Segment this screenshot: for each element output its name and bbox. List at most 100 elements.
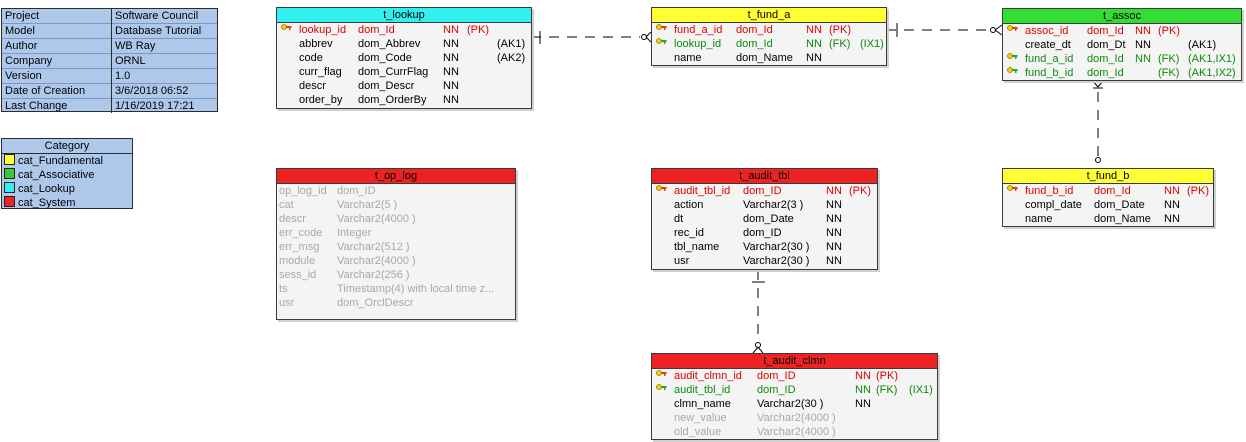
legend-label: cat_Associative (18, 169, 95, 181)
info-value: Database Tutorial (115, 25, 202, 37)
column-type: Varchar2(4000 ) (757, 412, 836, 424)
legend-item: cat_System (2, 196, 132, 210)
entity-title[interactable]: t_fund_b (1003, 169, 1213, 184)
column-key-tag: (PK) (876, 370, 898, 382)
info-key: Project (2, 9, 112, 24)
column-index-tag: (AK1,IX1) (1188, 53, 1236, 65)
column-type: Varchar2(512 ) (337, 241, 410, 253)
foreign-key-icon (656, 383, 667, 391)
column-key-tag: (PK) (829, 24, 851, 36)
rel-crowfoot (752, 346, 759, 354)
info-key: Version (2, 68, 112, 84)
rel-crowfoot (645, 31, 652, 38)
entity-title[interactable]: t_op_log (277, 169, 515, 184)
column-key-tag: (PK) (1158, 25, 1180, 37)
legend-title: Category (2, 139, 132, 154)
column-name: lookup_id (674, 38, 722, 50)
column-name: compl_date (1025, 199, 1082, 211)
entity-title[interactable]: t_fund_a (652, 8, 886, 23)
column-type: Timestamp(4) with local time z... (337, 283, 495, 295)
column-type: dom_Date (1094, 199, 1145, 211)
column-name: lookup_id (299, 24, 347, 36)
column-nullability: NN (826, 255, 842, 267)
info-value: WB Ray (115, 40, 156, 52)
entity-title[interactable]: t_audit_clmn (652, 354, 937, 369)
column-nullability: NN (826, 241, 842, 253)
column-nullability: NN (806, 38, 822, 50)
primary-key-icon (656, 23, 667, 31)
rel-optional-circle (755, 342, 761, 348)
column-nullability: NN (826, 199, 842, 211)
column-name: code (299, 52, 323, 64)
info-key: Model (2, 23, 112, 39)
column-type: dom_Name (1094, 213, 1151, 225)
column-name: module (279, 255, 316, 267)
entity-title[interactable]: t_assoc (1003, 9, 1241, 24)
column-name: clmn_name (674, 398, 731, 410)
column-type: dom_ID (757, 384, 796, 396)
legend-item: cat_Associative (2, 168, 132, 182)
column-name: assoc_id (1025, 25, 1069, 37)
info-key: Company (2, 53, 112, 69)
column-type: dom_Id (1087, 53, 1124, 65)
column-type: Varchar2(3 ) (743, 199, 804, 211)
column-type: dom_Id (1094, 185, 1131, 197)
foreign-key-icon (1007, 52, 1018, 60)
column-type: Integer (337, 227, 372, 239)
column-name: usr (674, 255, 690, 267)
column-type: dom_ID (743, 185, 782, 197)
info-value: 1.0 (115, 70, 131, 82)
column-type: dom_Id (736, 24, 773, 36)
column-key-tag: (PK) (1187, 185, 1209, 197)
entity-title[interactable]: t_lookup (277, 8, 531, 23)
entity-title[interactable]: t_audit_tbl (652, 169, 877, 184)
